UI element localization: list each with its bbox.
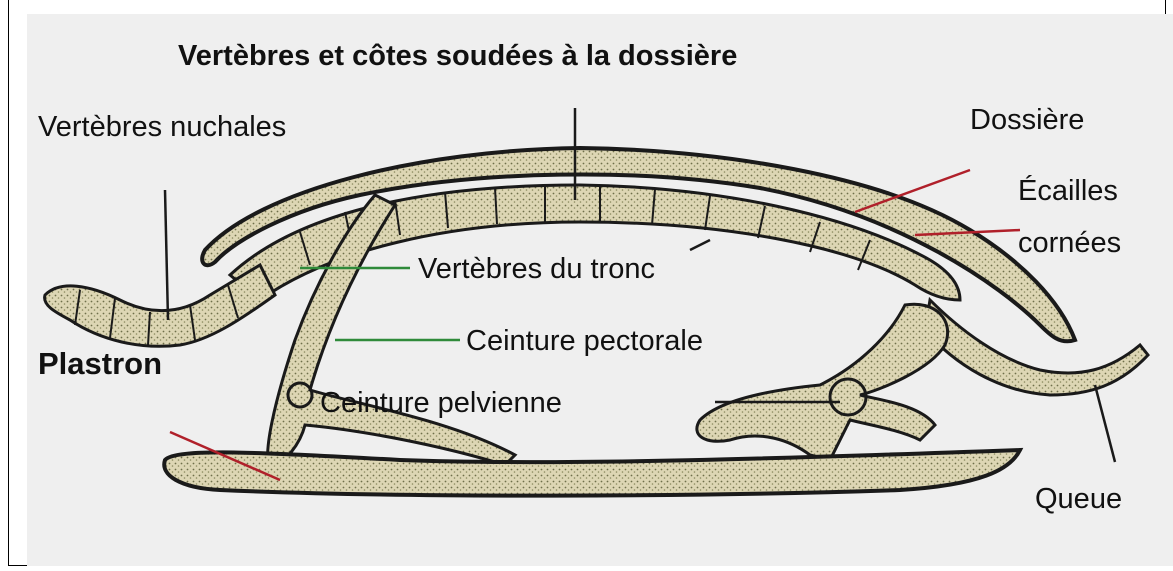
diagram-title: Vertèbres et côtes soudées à la dossière	[178, 40, 737, 72]
label-vertebres-du-tronc: Vertèbres du tronc	[418, 253, 655, 285]
label-plastron: Plastron	[38, 346, 162, 381]
neck-vertebrae-shape	[45, 265, 275, 346]
label-queue: Queue	[1035, 483, 1122, 515]
label-vertebres-nuchales: Vertèbres nuchales	[38, 111, 286, 143]
label-cornees: cornées	[1018, 227, 1121, 259]
pelvic-girdle-shape	[697, 304, 948, 460]
plastron-shape	[164, 450, 1020, 496]
label-ceinture-pelvienne: Ceinture pelvienne	[320, 387, 562, 419]
label-dossiere: Dossière	[970, 104, 1084, 136]
label-ceinture-pectorale: Ceinture pectorale	[466, 325, 703, 357]
label-ecailles: Écailles	[1018, 174, 1118, 207]
